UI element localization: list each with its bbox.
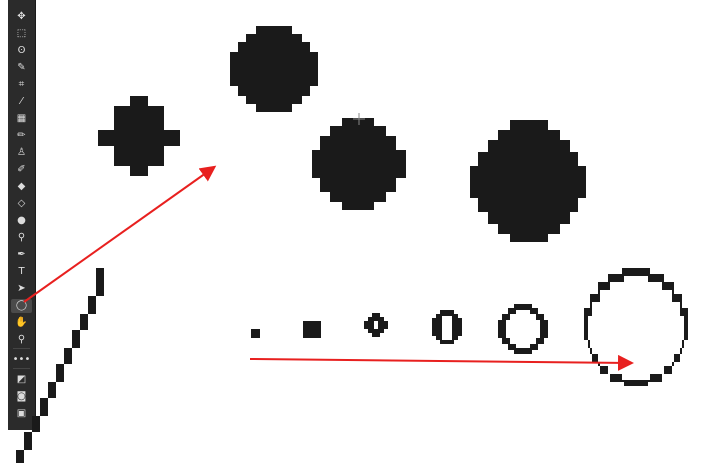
crop-tool-icon[interactable]: ⌗: [18, 79, 25, 90]
more-tools-icon[interactable]: •••: [12, 354, 31, 365]
brush-tool-icon[interactable]: ✏: [17, 130, 26, 141]
eraser-tool-icon[interactable]: ◆: [17, 181, 26, 192]
pen-tool-icon[interactable]: ✒: [17, 249, 26, 260]
arrow-toolbar-to-shapes: [23, 165, 217, 303]
move-tool-icon[interactable]: ✥: [17, 11, 26, 22]
pixel-staircase-line: [16, 268, 104, 463]
pixel-blob-3: [312, 118, 406, 210]
marquee-tool-icon[interactable]: ⬚: [16, 28, 27, 39]
pixel-blob-4: [470, 120, 586, 242]
pixel-blob-1: [98, 96, 180, 176]
toolbar-divider: [13, 348, 30, 349]
crosshair-cursor-icon: [353, 113, 365, 125]
hand-tool-icon[interactable]: ✋: [15, 317, 28, 328]
arrow-size-progression: [249, 354, 634, 371]
pixel-ring-6: [584, 268, 688, 386]
paint-bucket-tool-icon[interactable]: ◇: [17, 198, 26, 209]
tools-panel: ✥ ⬚ ʘ ✎ ⌗ ⁄ ▦ ✏ ♙ ✐ ◆ ◇ ● ⚲ ✒ T ➤ ◯ ✋ ⚲ ••• ◩ ◙ ▣: [8, 0, 36, 430]
stamp-tool-icon[interactable]: ♙: [17, 147, 26, 158]
ellipse-tool-icon[interactable]: ◯: [11, 299, 32, 313]
pixel-ring-5: [498, 304, 548, 354]
pixel-square-2: [303, 321, 321, 338]
pixel-diamond-3: [364, 313, 388, 337]
color-swatches-icon[interactable]: ◩: [16, 374, 27, 385]
dodge-tool-icon[interactable]: ⚲: [17, 232, 26, 243]
pixel-dot-1: [251, 329, 260, 338]
lasso-tool-icon[interactable]: ʘ: [17, 45, 26, 56]
healing-tool-icon[interactable]: ▦: [16, 113, 27, 124]
path-select-tool-icon[interactable]: ➤: [17, 283, 26, 294]
toolbar-divider: [13, 368, 30, 369]
eyedropper-tool-icon[interactable]: ⁄: [20, 96, 23, 107]
blur-tool-icon[interactable]: ●: [17, 215, 26, 226]
quick-select-tool-icon[interactable]: ✎: [17, 62, 26, 73]
pixel-blob-2: [230, 26, 318, 112]
screen-mode-tool-icon[interactable]: ▣: [16, 408, 27, 419]
pixel-ring-4: [432, 310, 462, 344]
zoom-tool-icon[interactable]: ⚲: [17, 334, 26, 345]
history-brush-tool-icon[interactable]: ✐: [17, 164, 26, 175]
type-tool-icon[interactable]: T: [18, 266, 25, 277]
quick-mask-tool-icon[interactable]: ◙: [16, 391, 27, 402]
